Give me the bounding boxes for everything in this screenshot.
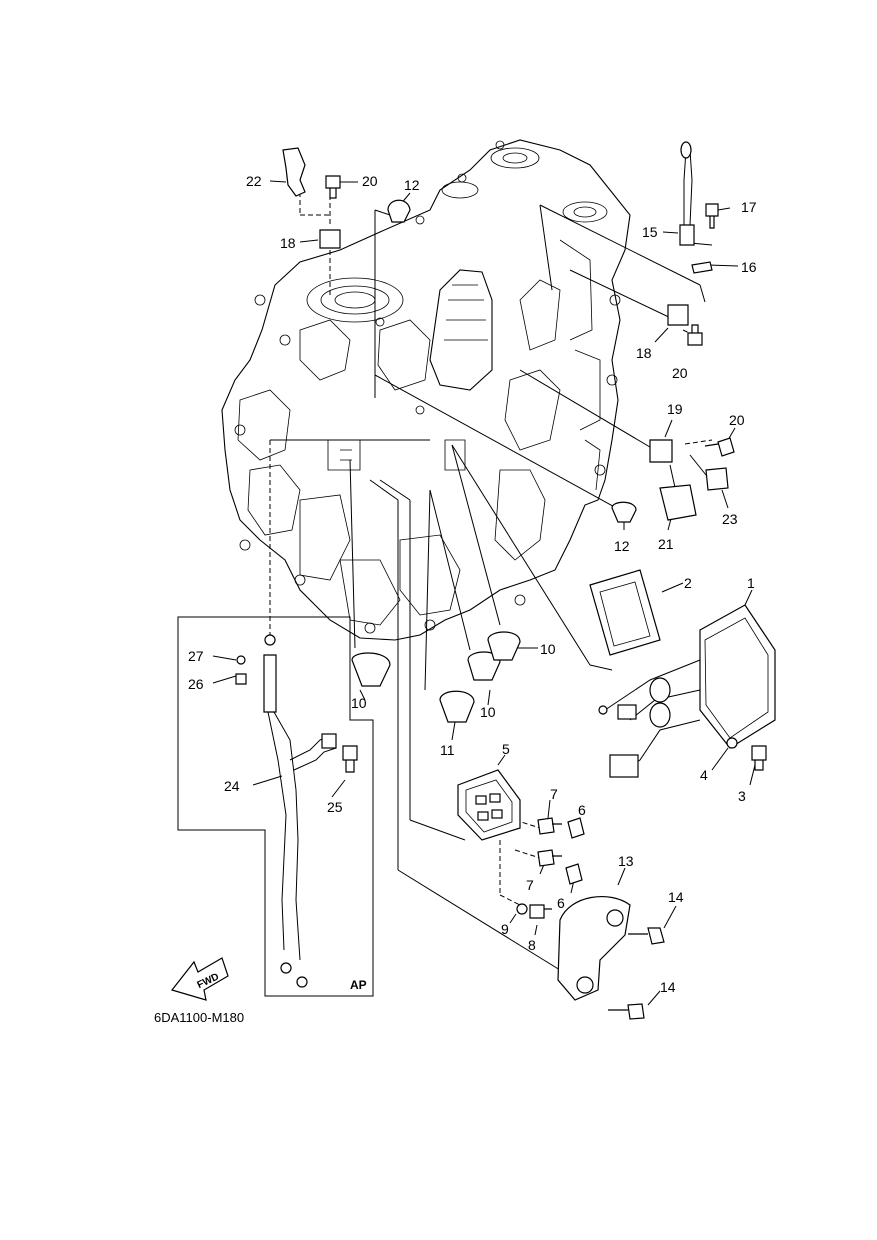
part-8-bolt <box>529 904 552 919</box>
part-4-washer <box>726 737 738 749</box>
callout-12-top: 12 <box>404 177 420 193</box>
part-11-clamp <box>439 690 475 723</box>
part-1-control-unit <box>699 604 776 749</box>
callout-9: 9 <box>501 921 509 937</box>
reference-code: 6DA1100-M180 <box>154 1010 244 1025</box>
callout-20-right: 20 <box>729 412 745 428</box>
part-10-clamp-left <box>351 652 391 687</box>
part-18-bracket-right <box>667 304 689 326</box>
part-23-connector <box>705 467 729 491</box>
parts <box>170 141 776 1020</box>
fwd-arrow-icon <box>170 957 229 1001</box>
callout-18-right: 18 <box>636 345 652 361</box>
callout-21: 21 <box>658 536 674 552</box>
callout-25: 25 <box>327 799 343 815</box>
callout-13: 13 <box>618 853 634 869</box>
part-17-bolt <box>705 203 719 229</box>
part-9-washer <box>516 903 528 915</box>
part-16-clip <box>691 261 713 274</box>
part-18-bracket-top <box>319 229 341 249</box>
part-7-bolt-bottom <box>537 849 562 867</box>
part-19-bracket <box>649 439 673 463</box>
callout-10-left: 10 <box>351 695 367 711</box>
callout-labels: 22 20 18 12 15 17 16 18 20 19 20 23 21 1… <box>188 173 757 995</box>
part-20-bolt-mid <box>687 324 703 346</box>
part-21-connector <box>659 484 697 521</box>
callout-6-top: 6 <box>578 802 586 818</box>
callout-12-right: 12 <box>614 538 630 554</box>
part-5-relay <box>457 769 521 841</box>
part-26-nut <box>235 673 247 685</box>
callout-19: 19 <box>667 401 683 417</box>
part-15-sensor <box>679 224 695 246</box>
callout-1: 1 <box>747 575 755 591</box>
callout-7-bottom: 7 <box>526 877 534 893</box>
callout-23: 23 <box>722 511 738 527</box>
part-7-bolt-top <box>537 817 562 835</box>
callout-11: 11 <box>440 742 455 758</box>
part-14-screw-top <box>628 927 665 945</box>
callout-16: 16 <box>741 259 757 275</box>
part-25-bolt <box>342 745 358 773</box>
callout-20-top: 20 <box>362 173 378 189</box>
callout-26: 26 <box>188 676 204 692</box>
callout-5: 5 <box>502 741 510 757</box>
callout-4: 4 <box>700 767 708 783</box>
part-2-gasket <box>589 569 661 656</box>
part-12-clamp-right <box>611 501 637 523</box>
part-20-bolt-top <box>325 175 341 199</box>
callout-10-right: 10 <box>540 641 556 657</box>
part-6-clip-top <box>567 817 585 839</box>
callout-8: 8 <box>528 937 536 953</box>
ap-box <box>177 616 374 997</box>
callout-2: 2 <box>684 575 692 591</box>
part-24-harness <box>263 634 337 988</box>
callout-14-bottom: 14 <box>660 979 676 995</box>
part-12-clamp-top <box>387 199 411 223</box>
callout-18-top: 18 <box>280 235 296 251</box>
part-27-ring <box>236 655 246 665</box>
callout-27: 27 <box>188 648 204 664</box>
part-3-bolt <box>751 745 767 771</box>
callout-15: 15 <box>642 224 658 240</box>
callout-7-top: 7 <box>550 786 558 802</box>
callout-20-mid: 20 <box>672 365 688 381</box>
callout-6-bottom: 6 <box>557 895 565 911</box>
part-10-clamp-right <box>487 631 521 661</box>
leader-lines <box>212 180 756 1006</box>
callout-14-top: 14 <box>668 889 684 905</box>
part-14-screw-bottom <box>608 1003 645 1020</box>
callout-22: 22 <box>246 173 262 189</box>
part-20-bolt-right <box>704 437 735 457</box>
callout-3: 3 <box>738 788 746 804</box>
callout-10-mid: 10 <box>480 704 496 720</box>
callout-17: 17 <box>741 199 757 215</box>
engine-block <box>221 139 631 641</box>
ap-label: AP <box>350 978 367 992</box>
part-6-clip-bottom <box>565 863 583 885</box>
part-22-clip <box>282 147 306 197</box>
callout-24: 24 <box>224 778 240 794</box>
